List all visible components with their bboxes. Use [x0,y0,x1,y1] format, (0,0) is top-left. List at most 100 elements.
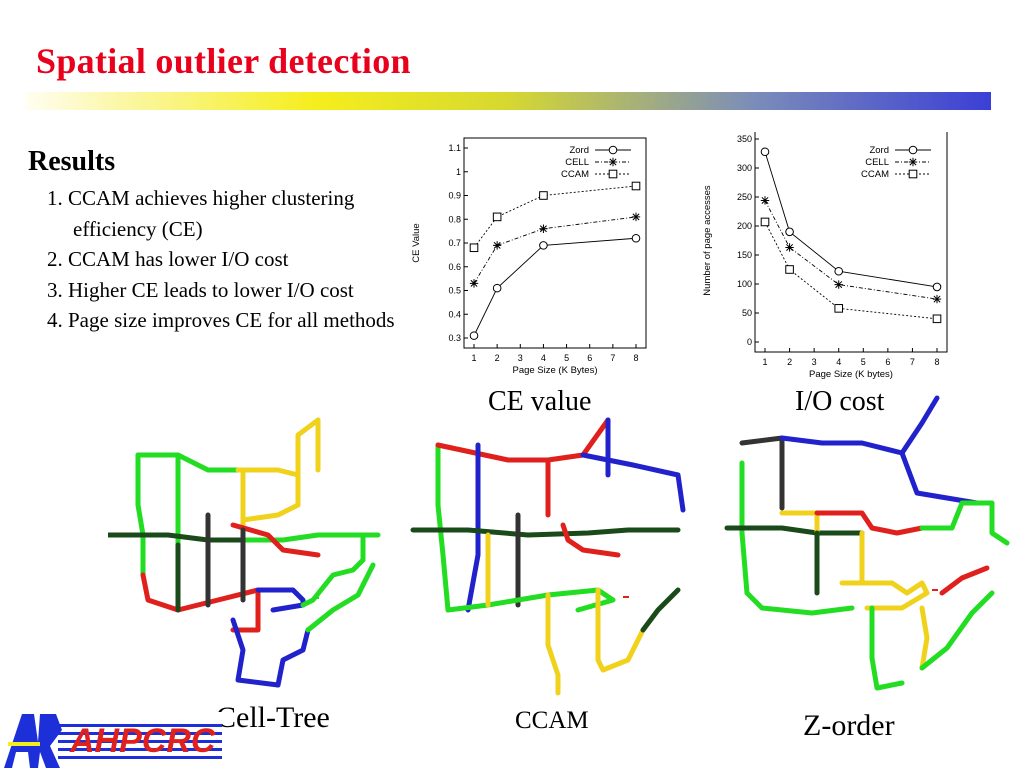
io-chart-series-zord-point [785,227,794,237]
ce-chart-series-ccam-point [469,243,479,253]
io-cost-caption: I/O cost [795,386,885,417]
ce-chart-xtick-label: 5 [564,353,569,363]
ce-chart-ytick-label: 0.5 [448,286,461,296]
io-chart-xtick-label: 5 [861,357,866,367]
ce-value-caption: CE value [488,386,592,417]
logo-text: AHPCRC [69,722,216,760]
io-chart-yaxis-label: Number of page accesses [702,185,713,296]
ce-chart-xtick-label: 3 [518,353,523,363]
ce-chart-xtick-label: 8 [633,353,638,363]
io-chart-ytick-label: 200 [737,221,752,231]
io-chart-xtick-label: 4 [836,357,841,367]
io-chart-ytick-label: 250 [737,192,752,202]
ce-chart-xtick-label: 2 [495,353,500,363]
ce-chart-series-cell-point [469,279,479,288]
ce-chart-legend-ccam-marker [608,169,618,179]
io-chart-ytick-label: 150 [737,250,752,260]
ce-chart-ytick-label: 0.4 [448,309,461,319]
io-chart-series-cell-point [760,196,770,205]
ce-chart-legend-zord-label: Zord [569,145,589,156]
io-chart-ytick-label: 350 [737,134,752,144]
io-chart-xtick-label: 6 [885,357,890,367]
io-chart-plot-frame [754,132,948,353]
results-heading: Results [28,146,116,177]
io-chart-series-cell-line [764,200,938,300]
io-chart-legend-zord-label: Zord [869,145,889,156]
z-order-map [724,395,1010,691]
ce-chart-series-cell-point [492,241,502,250]
io-chart-series-zord-point [932,282,942,292]
ce-chart-legend-ccam-label: CCAM [561,169,589,180]
io-chart-legend-ccam-marker [908,169,918,179]
io-chart-legend-zord-marker [908,145,918,155]
ce-chart-series-cell-point [631,212,641,222]
ce-chart-xtick-label: 6 [587,353,592,363]
ce-chart-series-ccam-point [631,181,641,191]
result-item-2: 2. CCAM has lower I/O cost [47,247,289,271]
io-chart-xtick-label: 1 [762,357,767,367]
ce-chart-series-cell-point [539,224,548,233]
io-chart-series-zord-point [760,147,770,157]
io-chart-ytick-label: 50 [742,308,752,318]
io-chart-xtick-label: 2 [787,357,792,367]
io-chart-series-cell-point [932,294,942,304]
ce-chart-series-zord-point [539,241,548,250]
io-chart-series-zord-point [834,266,844,276]
io-chart-ytick-label: 300 [737,163,752,173]
io-chart-legend-cell-label: CELL [865,157,889,168]
ce-chart-xtick-label: 7 [610,353,615,363]
ce-chart-series-zord-line [473,237,637,336]
io-chart-ytick-label: 0 [747,337,752,347]
ce-chart-series-zord-point [631,233,641,243]
ce-chart-xtick-label: 1 [471,353,476,363]
z-order-caption: Z-order [803,709,895,742]
result-item-4: 4. Page size improves CE for all methods [47,308,395,332]
ce-chart-ytick-label: 1.1 [448,143,461,153]
ce-chart-series-ccam-point [539,191,548,200]
io-chart-xtick-label: 8 [934,357,939,367]
ccam-map [410,417,686,696]
ce-chart-ytick-label: 0.7 [448,238,461,248]
ce-chart-ytick-label: 0.6 [448,262,461,272]
io-chart-series-cell-point [834,280,843,289]
io-chart-series-ccam-point [760,217,770,227]
io-chart-series-cell-point [785,243,794,252]
ce-chart-series-ccam-line [473,185,637,249]
ce-chart-legend-cell-marker [608,157,618,167]
io-chart-series-ccam-point [785,265,794,274]
result-item-3: 3. Higher CE leads to lower I/O cost [47,277,354,302]
ce-chart-ytick-label: 1 [456,167,461,177]
ce-chart-xaxis-label: Page Size (K Bytes) [512,365,597,376]
cell-tree-caption: Cell-Tree [216,701,330,734]
io-chart-legend-ccam-label: CCAM [861,169,889,180]
io-chart-xtick-label: 3 [812,357,817,367]
result-item-1: 1. CCAM achieves higher clustering effic… [47,186,355,241]
io-chart-series-ccam-point [834,304,844,313]
ccam-caption: CCAM [515,707,589,734]
io-chart-legend-cell-marker [908,157,918,167]
ce-chart-series-zord-point [492,283,502,293]
results-list: 1. CCAM achieves higher clustering effic… [28,183,398,336]
ce-chart-yaxis-label: CE Value [411,223,422,262]
ce-chart-legend-zord-marker [608,145,618,155]
io-chart-series-zord-line [764,151,938,288]
io-chart-xaxis-label: Page Size (K bytes) [809,369,893,380]
results-section: Results 1. CCAM achieves higher clusteri… [28,146,398,336]
ce-chart-ytick-label: 0.8 [448,214,461,224]
slide-title: Spatial outlier detection [36,41,411,81]
ce-chart-ytick-label: 0.3 [448,333,461,343]
io-chart-xtick-label: 7 [910,357,915,367]
ce-chart-ytick-label: 0.9 [448,191,461,201]
io-chart-series-ccam-point [932,314,942,324]
ce-chart-legend-cell-label: CELL [565,157,589,168]
ce-chart-series-cell-line [473,216,637,284]
ahpcrc-logo: AHPCRC [0,712,222,768]
ce-chart-series-ccam-point [492,212,502,222]
ce-chart-plot-frame [463,137,647,349]
ce-chart-xtick-label: 4 [541,353,546,363]
io-chart-series-ccam-line [764,221,938,320]
